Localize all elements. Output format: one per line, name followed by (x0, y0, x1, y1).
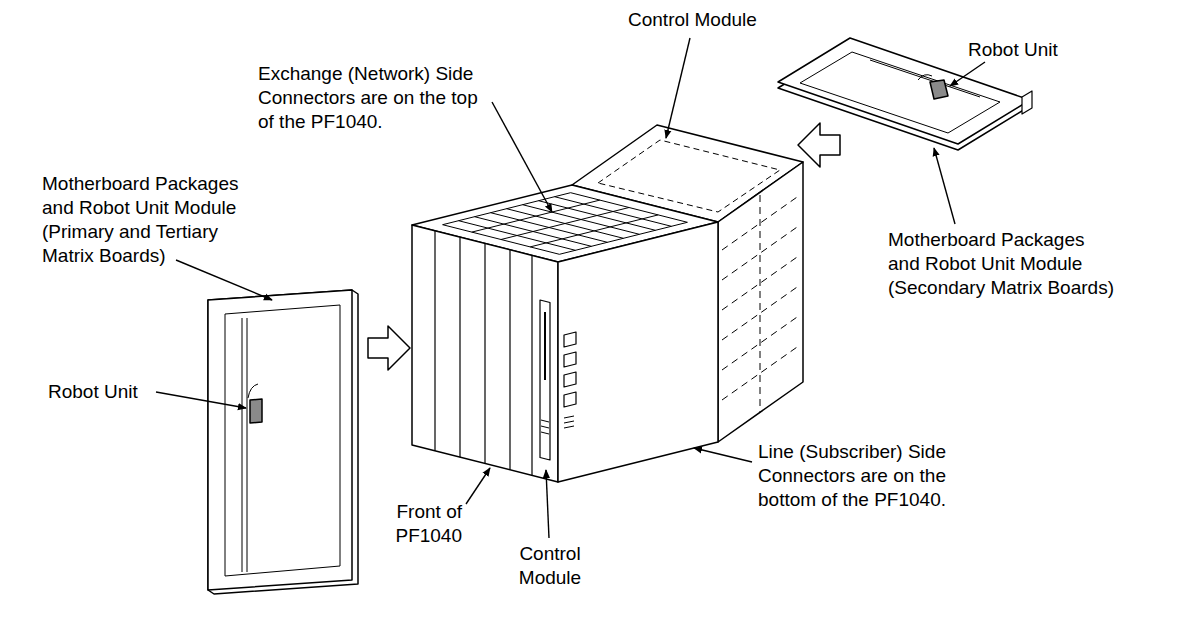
leader-line (934, 148, 955, 224)
callout-label: Control Module (628, 8, 778, 32)
pf1040-cabinet (412, 185, 718, 482)
callout-label: Robot Unit (968, 38, 1088, 62)
callout-label: Exchange (Network) Side Connectors are o… (258, 62, 498, 134)
insert-arrow (368, 326, 410, 370)
label-anchor: Robot Unit (968, 38, 1088, 62)
leader-line (176, 260, 272, 300)
callout-label: Line (Subscriber) Side Connectors are on… (758, 440, 973, 512)
callout-label: Robot Unit (48, 380, 168, 404)
label-anchor: Motherboard Packages and Robot Unit Modu… (888, 228, 1120, 300)
callout-label: Motherboard Packages and Robot Unit Modu… (42, 172, 254, 268)
label-anchor: Motherboard Packages and Robot Unit Modu… (42, 172, 254, 268)
leader-line (694, 448, 752, 462)
insert-arrow (798, 123, 840, 167)
primary-module-panel (208, 290, 358, 594)
callout-label: Control Module (510, 542, 590, 590)
label-anchor: Exchange (Network) Side Connectors are o… (258, 62, 498, 134)
callout-label: Front of PF1040 (362, 500, 462, 548)
label-anchor: Line (Subscriber) Side Connectors are on… (758, 440, 973, 512)
leader-line (466, 468, 490, 504)
leader-line (156, 392, 246, 408)
label-anchor: Control Module (628, 8, 778, 32)
leader-line (492, 102, 552, 212)
leader-line (666, 38, 690, 138)
label-anchor: Control Module (510, 542, 590, 590)
leader-line (950, 62, 985, 86)
label-anchor: Robot Unit (48, 380, 168, 404)
leader-line (546, 470, 549, 538)
label-anchor: Front of PF1040 (362, 500, 462, 548)
callout-label: Motherboard Packages and Robot Unit Modu… (888, 228, 1120, 300)
